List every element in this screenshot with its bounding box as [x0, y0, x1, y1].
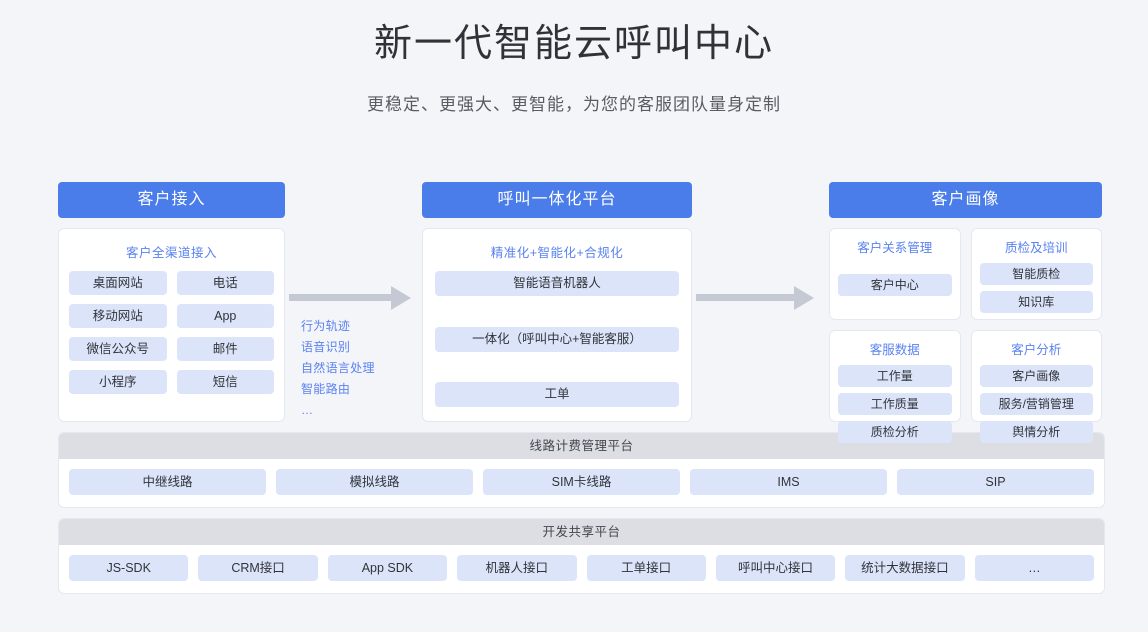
band-item[interactable]: 模拟线路 [276, 469, 473, 495]
connector-capability-list: 行为轨迹 语音识别 自然语言处理 智能路由 … [285, 316, 422, 421]
diagram-columns: 客户接入 客户全渠道接入 桌面网站 电话 移动网站 App 微信公众号 邮件 小… [58, 182, 1105, 443]
panel-title: 质检及培训 [1004, 241, 1068, 255]
band-developer-platform: 开发共享平台 JS-SDK CRM接口 App SDK 机器人接口 工单接口 呼… [58, 518, 1105, 594]
arrow-right-icon [692, 286, 829, 310]
panel-crm: 客户关系管理 客户中心 [829, 228, 961, 320]
platform-item[interactable]: 一体化（呼叫中心+智能客服） [435, 326, 679, 352]
panel-title: 客户关系管理 [857, 241, 933, 255]
access-item[interactable]: 短信 [176, 370, 274, 394]
connector-platform-to-profile [692, 182, 829, 310]
band-item[interactable]: SIM卡线路 [483, 469, 680, 495]
band-item[interactable]: 呼叫中心接口 [715, 555, 836, 581]
panel-title: 客户分析 [1011, 343, 1062, 357]
access-item[interactable]: 邮件 [176, 337, 274, 361]
platform-item[interactable]: 工单 [435, 382, 679, 407]
access-item[interactable]: 移动网站 [69, 304, 167, 328]
panel-service-data: 客服数据 工作量 工作质量 质检分析 [829, 330, 961, 443]
capability-item: 自然语言处理 [301, 361, 375, 375]
page-title: 新一代智能云呼叫中心 [373, 23, 774, 65]
panel-item[interactable]: 舆情分析 [979, 421, 1093, 443]
panel-item[interactable]: 工作量 [838, 365, 952, 387]
arrow-head [794, 286, 814, 310]
panel-item[interactable]: 客户画像 [979, 365, 1093, 387]
band-items: JS-SDK CRM接口 App SDK 机器人接口 工单接口 呼叫中心接口 统… [59, 545, 1104, 593]
customer-access-grid: 桌面网站 电话 移动网站 App 微信公众号 邮件 小程序 短信 [69, 271, 274, 394]
band-items: 中继线路 模拟线路 SIM卡线路 IMS SIP [59, 459, 1104, 507]
arrow-head [391, 286, 411, 310]
hero-section: 新一代智能云呼叫中心 更稳定、更强大、更智能，为您的客服团队量身定制 [0, 0, 1148, 115]
panel-customer-analysis: 客户分析 客户画像 服务/营销管理 舆情分析 [970, 330, 1102, 443]
panel-item[interactable]: 服务/营销管理 [979, 393, 1093, 415]
column-header-call-platform: 呼叫一体化平台 [422, 182, 692, 218]
card-subtitle-call-platform: 精准化+智能化+合规化 [490, 246, 624, 260]
band-line-billing-platform: 线路计费管理平台 中继线路 模拟线路 SIM卡线路 IMS SIP [58, 432, 1105, 508]
column-customer-access: 客户接入 客户全渠道接入 桌面网站 电话 移动网站 App 微信公众号 邮件 小… [58, 182, 285, 422]
arrow-shaft [696, 294, 802, 301]
architecture-diagram: 客户接入 客户全渠道接入 桌面网站 电话 移动网站 App 微信公众号 邮件 小… [58, 182, 1105, 594]
capability-item: 智能路由 [301, 382, 351, 396]
column-header-customer-access: 客户接入 [58, 182, 285, 218]
panel-item[interactable]: 质检分析 [838, 421, 952, 443]
band-item[interactable]: IMS [690, 469, 887, 495]
panel-title: 客服数据 [869, 343, 920, 357]
band-item[interactable]: App SDK [327, 555, 448, 581]
panel-item[interactable]: 工作质量 [838, 393, 952, 415]
call-platform-list: 智能语音机器人 一体化（呼叫中心+智能客服） 工单 [435, 271, 679, 407]
band-item[interactable]: SIP [897, 469, 1094, 495]
band-item[interactable]: CRM接口 [198, 555, 318, 581]
card-call-platform: 精准化+智能化+合规化 智能语音机器人 一体化（呼叫中心+智能客服） 工单 [422, 228, 692, 422]
band-item-more[interactable]: … [974, 555, 1094, 581]
band-item[interactable]: 统计大数据接口 [845, 555, 965, 581]
capability-item: 语音识别 [301, 340, 351, 354]
platform-item[interactable]: 智能语音机器人 [435, 271, 679, 296]
column-customer-profile: 客户画像 客户关系管理 客户中心 质检及培训 智能质检 知识库 客服数据 工作量 [829, 182, 1102, 443]
panel-item[interactable]: 知识库 [979, 291, 1093, 313]
column-call-platform: 呼叫一体化平台 精准化+智能化+合规化 智能语音机器人 一体化（呼叫中心+智能客… [422, 182, 692, 422]
band-header: 开发共享平台 [59, 519, 1104, 545]
band-item[interactable]: JS-SDK [69, 555, 189, 581]
connector-access-to-platform: 行为轨迹 语音识别 自然语言处理 智能路由 … [285, 182, 422, 421]
page-subtitle: 更稳定、更强大、更智能，为您的客服团队量身定制 [367, 94, 781, 114]
card-subtitle-customer-access: 客户全渠道接入 [125, 246, 217, 260]
access-item[interactable]: 电话 [176, 271, 274, 295]
arrow-shaft [289, 294, 399, 301]
access-item[interactable]: 桌面网站 [69, 271, 167, 295]
arrow-right-icon [285, 286, 422, 310]
band-item[interactable]: 工单接口 [586, 555, 706, 581]
column-header-customer-profile: 客户画像 [829, 182, 1102, 218]
band-item[interactable]: 中继线路 [69, 469, 266, 495]
band-item[interactable]: 机器人接口 [457, 555, 577, 581]
access-item[interactable]: 小程序 [69, 370, 167, 394]
capability-item-more: … [301, 403, 314, 417]
panel-item[interactable]: 智能质检 [979, 263, 1093, 285]
access-item[interactable]: App [176, 304, 274, 328]
card-customer-access: 客户全渠道接入 桌面网站 电话 移动网站 App 微信公众号 邮件 小程序 短信 [58, 228, 285, 422]
capability-item: 行为轨迹 [301, 319, 351, 333]
panel-item[interactable]: 客户中心 [838, 274, 952, 296]
customer-profile-panels: 客户关系管理 客户中心 质检及培训 智能质检 知识库 客服数据 工作量 工作质量… [829, 228, 1102, 443]
panel-quality-training: 质检及培训 智能质检 知识库 [970, 228, 1102, 320]
access-item[interactable]: 微信公众号 [69, 337, 167, 361]
